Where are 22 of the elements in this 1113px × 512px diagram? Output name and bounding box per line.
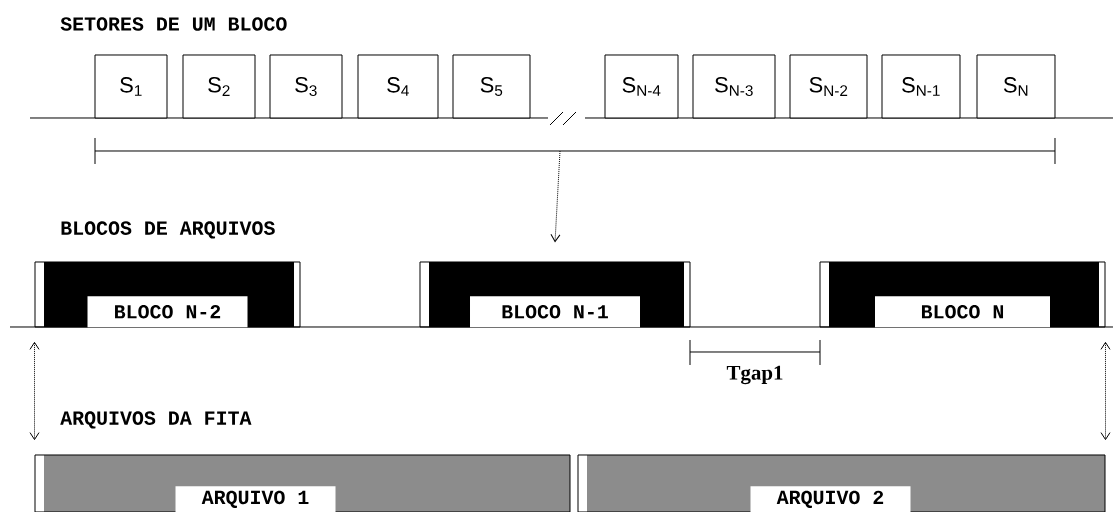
arrow — [29, 341, 40, 441]
sector-box: S$_{N-2}$ — [789, 54, 868, 119]
sector-box: S$_{5}$ — [452, 54, 531, 119]
dimension-label: Tgap1 — [726, 365, 783, 385]
sector-box: S$_{N}$ — [976, 54, 1056, 119]
arrow — [550, 150, 561, 243]
sector-box: S$_{2}$ — [182, 54, 256, 119]
section-heading: ARQUIVOS DA FITA — [60, 411, 252, 429]
sector-box: S$_{N-4}$ — [604, 54, 679, 119]
sector-box: S$_{N-1}$ — [881, 54, 961, 119]
sector-box: S$_{1}$ — [94, 54, 168, 119]
sector-box: S$_{3}$ — [269, 54, 343, 119]
data-block: BLOCO N-1 — [419, 261, 691, 328]
sector-box: S$_{4}$ — [357, 54, 439, 119]
sector-box: S$_{N-3}$ — [692, 54, 776, 119]
file-block: ARQUIVO 2 — [577, 454, 1106, 512]
data-block: BLOCO N — [819, 261, 1106, 328]
data-block: BLOCO N-2 — [34, 261, 301, 328]
section-heading: BLOCOS DE ARQUIVOS — [61, 221, 275, 239]
arrow — [1100, 341, 1111, 441]
file-block: ARQUIVO 1 — [34, 454, 571, 512]
section-heading: SETORES DE UM BLOCO — [60, 17, 287, 31]
